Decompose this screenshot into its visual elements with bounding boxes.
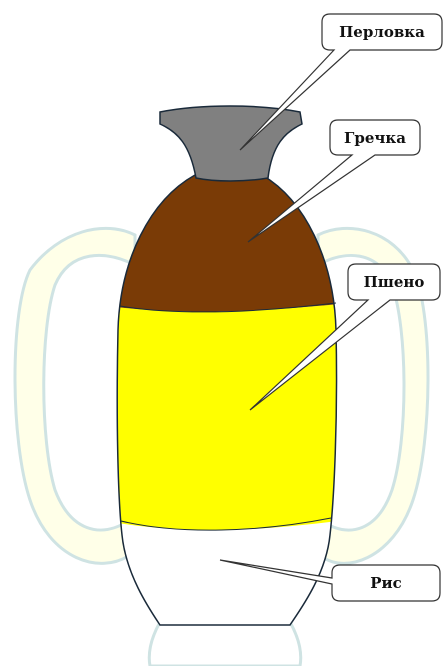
vase-neck — [160, 106, 302, 181]
label-upper: Гречка — [344, 129, 406, 147]
label-middle: Пшено — [364, 273, 425, 291]
vase-base — [149, 622, 300, 666]
millet-layer — [100, 302, 360, 530]
label-top: Перловка — [339, 23, 425, 41]
label-bottom: Рис — [370, 574, 402, 592]
